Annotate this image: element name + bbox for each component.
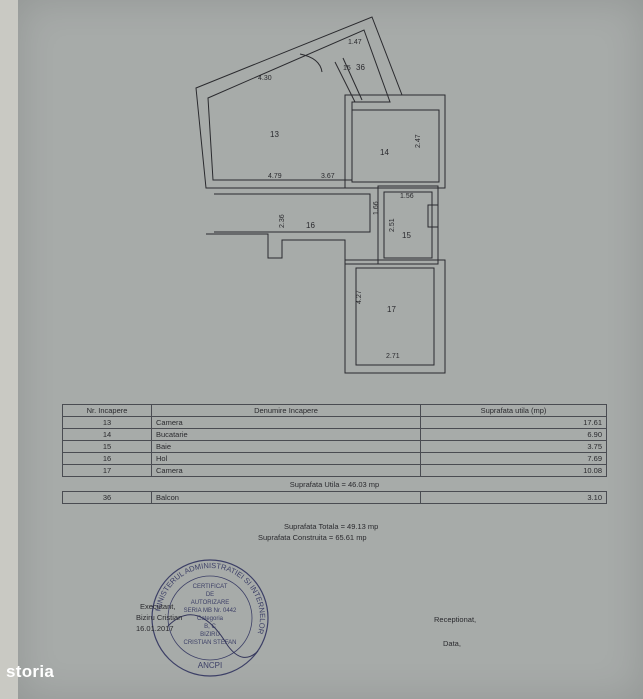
dim-15: 15 (343, 65, 351, 72)
col-header: Nr. Incapere (62, 404, 152, 417)
stamp-line: Categoria (197, 616, 224, 622)
col-header: Denumire Incapere (151, 404, 421, 417)
room-17-outline (344, 259, 446, 374)
receptionat-label: Receptionat, (434, 615, 477, 624)
cell-name: Balcon (151, 491, 421, 504)
cell-nr: 17 (62, 464, 152, 477)
total-totala: Suprafata Totala = 49.13 mp (284, 522, 379, 531)
data-label: Data, (443, 639, 461, 648)
floor-plan: 1.47 4.30 15 36 13 14 2.47 4.79 3.67 1.5… (195, 16, 446, 374)
stamp-bottom: ANCPI (198, 661, 222, 670)
dim-236: 2.36 (279, 214, 286, 228)
dim-147: 1.47 (348, 39, 362, 46)
executant-date: 16.01.2017 (136, 624, 174, 633)
table-header-row: Nr. Incapere Denumire Incapere Suprafata… (62, 404, 607, 417)
executant-label: Executant, (140, 602, 176, 611)
table-row: 17 Camera 10.08 (62, 464, 607, 477)
dim-251: 2.51 (389, 218, 396, 232)
room-14-outline (344, 94, 446, 189)
total-utila: Suprafata Utila = 46.03 mp (62, 476, 607, 492)
room-label-17: 17 (387, 305, 396, 314)
table-row: 15 Baie 3.75 (62, 440, 607, 453)
stamp-line: BIZIRU (200, 632, 220, 638)
cell-nr: 16 (62, 452, 152, 465)
room-label-15: 15 (402, 231, 411, 240)
official-stamp: MINISTERUL ADMINISTRATIEI SI INTERNELOR … (151, 559, 269, 677)
document-page (18, 0, 643, 699)
cell-nr: 13 (62, 416, 152, 429)
cell-nr: 36 (62, 491, 152, 504)
cell-name: Baie (151, 440, 421, 453)
cell-area: 3.75 (420, 440, 607, 453)
cell-name: Hol (151, 452, 421, 465)
storia-logo: storia (6, 662, 55, 681)
cell-nr: 15 (62, 440, 152, 453)
cell-area: 6.90 (420, 428, 607, 441)
room-label-16: 16 (306, 221, 315, 230)
col-header: Suprafata utila (mp) (420, 404, 607, 417)
dim-156: 1.56 (400, 193, 414, 200)
stamp-line: CRISTIAN STEFAN (183, 640, 236, 646)
cell-name: Camera (151, 464, 421, 477)
cell-area: 3.10 (420, 491, 607, 504)
table-row: 16 Hol 7.69 (62, 452, 607, 465)
table-row: 14 Bucatarie 6.90 (62, 428, 607, 441)
executant-name: Biziru Cristian (136, 613, 183, 622)
dim-166: 1.66 (373, 201, 380, 215)
table-row-balcony: 36 Balcon 3.10 (62, 491, 607, 504)
room-label-14: 14 (380, 148, 389, 157)
total-construita: Suprafata Construita = 65.61 mp (258, 533, 367, 542)
room-label-13: 13 (270, 130, 279, 139)
room-13-inner (207, 29, 391, 181)
dim-427: 4.27 (356, 290, 363, 304)
rooms-table: Nr. Incapere Denumire Incapere Suprafata… (62, 404, 607, 504)
signature-scribble (167, 614, 259, 658)
cell-nr: 14 (62, 428, 152, 441)
cell-area: 17.61 (420, 416, 607, 429)
room-label-36: 36 (356, 63, 365, 72)
dim-247: 2.47 (415, 134, 422, 148)
room-16-outline (206, 187, 379, 265)
dim-271: 2.71 (386, 353, 400, 360)
stamp-line: CERTIFICAT (193, 584, 228, 590)
dim-479: 4.79 (268, 173, 282, 180)
cell-area: 10.08 (420, 464, 607, 477)
cell-name: Bucatarie (151, 428, 421, 441)
dim-430: 4.30 (258, 75, 272, 82)
table-row: 13 Camera 17.61 (62, 416, 607, 429)
dim-367: 3.67 (321, 173, 335, 180)
stamp-line: AUTORIZARE (191, 600, 230, 606)
table-gap-row: Suprafata Utila = 46.03 mp (62, 476, 607, 492)
stamp-line: SERIA MB Nr. 0442 (184, 608, 237, 614)
cell-area: 7.69 (420, 452, 607, 465)
stamp-line: B, C (204, 624, 216, 630)
stamp-line: DE (206, 592, 214, 598)
cell-name: Camera (151, 416, 421, 429)
